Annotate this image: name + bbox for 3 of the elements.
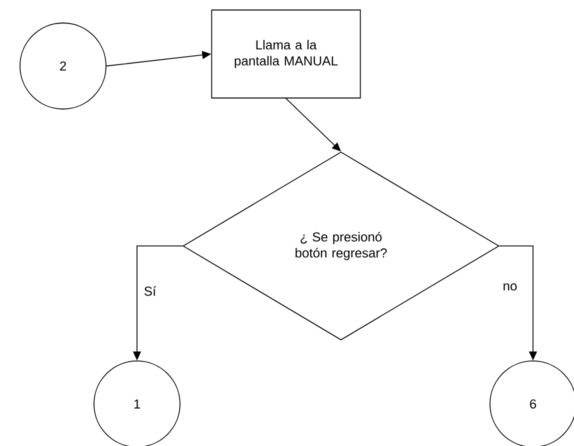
edge-label: Sí <box>142 285 158 297</box>
process-box: Llama a la pantalla MANUAL <box>211 10 361 98</box>
edge-label: no <box>502 282 518 292</box>
